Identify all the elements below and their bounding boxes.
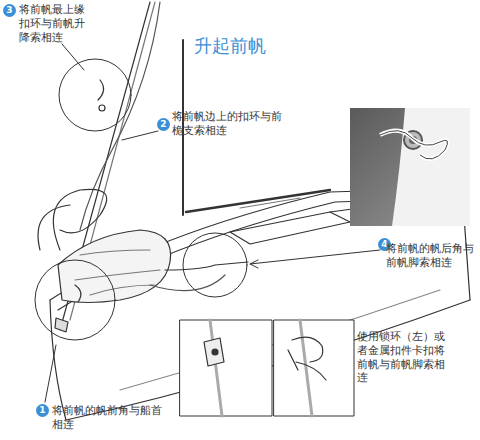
callout-text: 将前帆的帆后角与前帆脚索相连 — [386, 242, 476, 270]
callout-digit: 1 — [39, 406, 45, 415]
callout-number: 1 — [36, 404, 49, 417]
callout-text: 将前帆边上的扣环与前桅支索相连 — [172, 110, 284, 138]
callout-text: 将前帆的帆前角与船首相连 — [52, 404, 164, 432]
callout-text: 将前帆最上缘扣环与前帆升降索相连 — [19, 3, 87, 44]
callout-text: 使用锁环（左）或者金属扣件卡扣将前帆与前帆脚索相连 — [357, 330, 447, 385]
diagram-title: 升起前帆 — [194, 34, 266, 58]
callout-number: 3 — [3, 4, 16, 17]
callout-digit: 3 — [6, 6, 12, 15]
callout-digit: 2 — [160, 120, 166, 129]
callout-number: 2 — [157, 118, 170, 131]
